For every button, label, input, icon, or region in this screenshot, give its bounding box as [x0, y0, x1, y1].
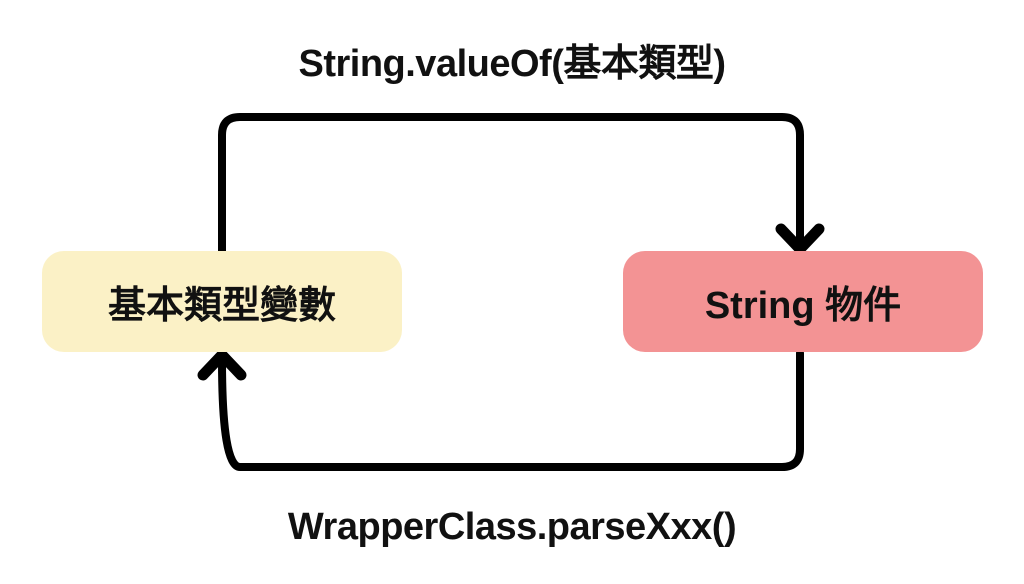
primitive-type-box: 基本類型變數: [42, 251, 402, 352]
arrow-bottom-arrowhead-up-icon: [197, 349, 247, 381]
string-object-box: String 物件: [623, 251, 983, 352]
arrow-top-shaft: [218, 113, 804, 256]
arrow-top-arrowhead-down-icon: [775, 223, 825, 255]
string-object-box-label: String 物件: [704, 285, 902, 327]
primitive-type-box-label: 基本類型變數: [107, 285, 336, 327]
top-arrow-label: String.valueOf(基本類型): [298, 43, 726, 85]
arrow-bottom-shaft: [218, 349, 804, 471]
bottom-arrow-label: WrapperClass.parseXxx(): [287, 506, 737, 548]
